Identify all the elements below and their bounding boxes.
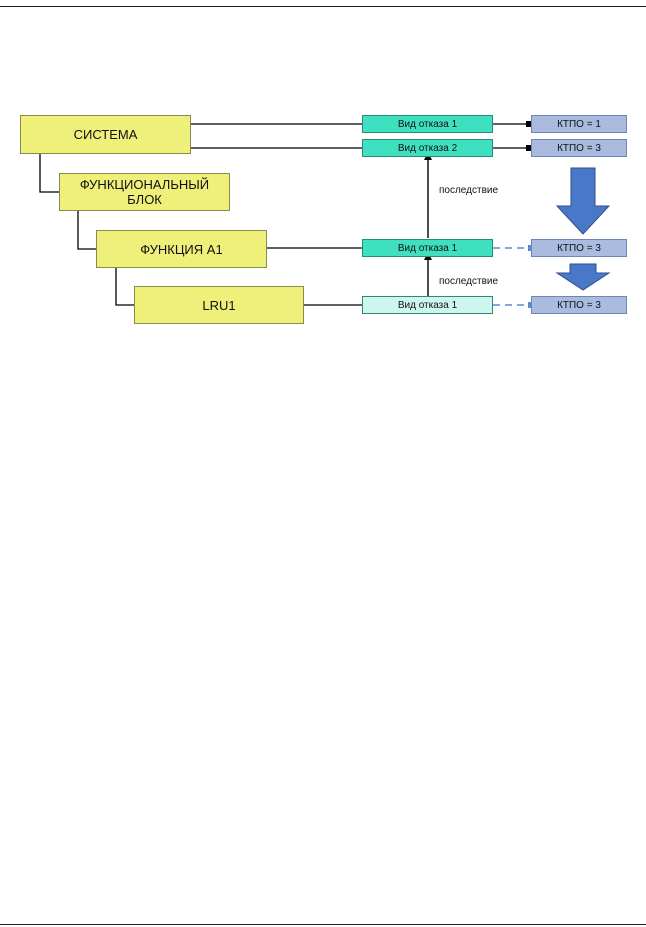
- ktpo-system-2: КТПО = 3: [531, 139, 627, 157]
- dashed-link-lru-end: [528, 302, 533, 308]
- system-block: СИСТЕМА: [20, 115, 191, 154]
- link-mode2-ktpo3-end: [526, 145, 531, 151]
- lru1-block: LRU1: [134, 286, 304, 324]
- link-mode1-ktpo1-end: [526, 121, 531, 127]
- consequence-label-lower: последствие: [439, 276, 499, 287]
- page-bottom-rule: [0, 924, 646, 925]
- fmeca-diagram: СИСТЕМА ФУНКЦИОНАЛЬНЫЙ БЛОК ФУНКЦИЯ А1 L…: [0, 0, 646, 360]
- failure-mode-lru-1: Вид отказа 1: [362, 296, 493, 314]
- function-a1-block: ФУНКЦИЯ А1: [96, 230, 267, 268]
- ktpo-function-1: КТПО = 3: [531, 239, 627, 257]
- ktpo-lru-1: КТПО = 3: [531, 296, 627, 314]
- failure-mode-function-1: Вид отказа 1: [362, 239, 493, 257]
- hierarchy-connector-block-function: [77, 211, 96, 250]
- functional-block: ФУНКЦИОНАЛЬНЫЙ БЛОК: [59, 173, 230, 211]
- dashed-link-function-end: [528, 245, 533, 251]
- page-top-rule: [0, 6, 646, 7]
- failure-mode-system-1: Вид отказа 1: [362, 115, 493, 133]
- consequence-label-upper: последствие: [439, 185, 499, 196]
- failure-mode-system-2: Вид отказа 2: [362, 139, 493, 157]
- hierarchy-connector-system-block: [39, 154, 59, 193]
- ktpo-system-1: КТПО = 1: [531, 115, 627, 133]
- big-down-arrow-lower: [555, 263, 611, 291]
- big-down-arrow-upper: [555, 167, 611, 235]
- connector-layer: [39, 121, 611, 308]
- hierarchy-connector-function-lru: [115, 268, 134, 306]
